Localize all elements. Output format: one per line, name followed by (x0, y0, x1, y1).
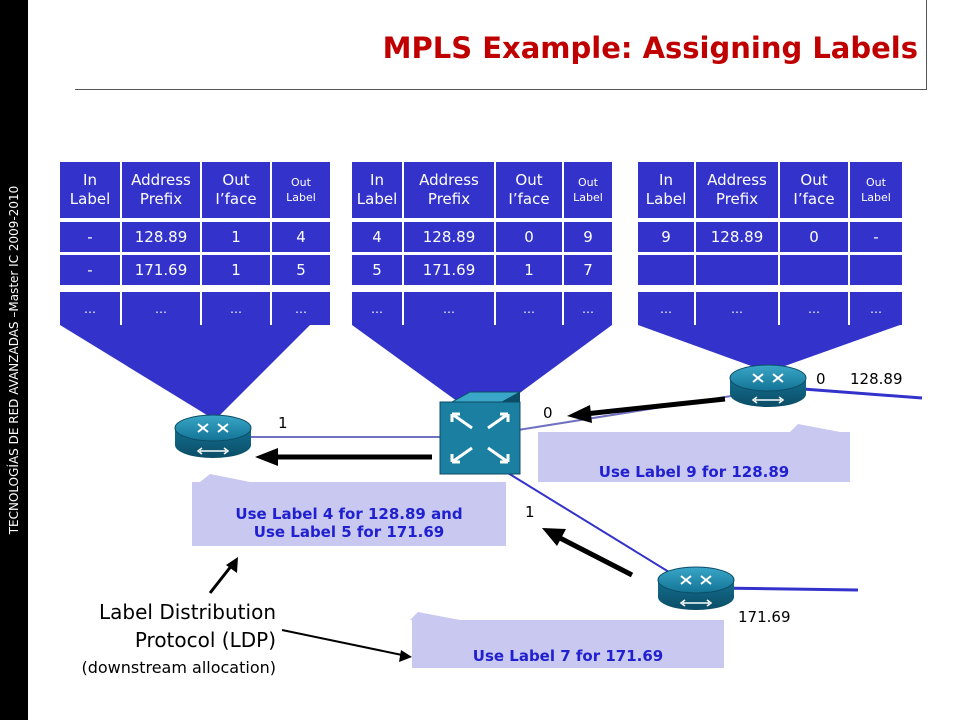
bubble-tail-label9 (790, 424, 840, 432)
core-switch-icon (439, 391, 522, 475)
table2-cell: … (404, 292, 494, 325)
ldp-subtitle: (downstream allocation) (81, 658, 276, 677)
interface-label-right: 0 (816, 370, 826, 388)
table1-cell: - (60, 222, 120, 252)
bubble-tail-label7 (410, 612, 460, 620)
table-funnel-right (638, 325, 900, 372)
table2-cell: 0 (496, 222, 562, 252)
table-funnel-left (60, 325, 310, 420)
table3-cell (638, 255, 694, 285)
table2-cell: … (564, 292, 612, 325)
arrow-label7-icon (542, 528, 634, 578)
sidebar-strip: TECNOLOGÍAS DE RED AVANZADAS –Master IC … (0, 0, 28, 720)
interface-label-core-bottom: 1 (525, 503, 535, 521)
prefix-label-bottom: 171.69 (738, 608, 791, 626)
table1-cell: … (272, 292, 330, 325)
table2-cell: 7 (564, 255, 612, 285)
table2-cell: 9 (564, 222, 612, 252)
interface-label-left: 1 (278, 414, 288, 432)
table2-cell: 1 (496, 255, 562, 285)
table3-cell: - (850, 222, 902, 252)
message-label7: Use Label 7 for 171.69 (412, 620, 724, 668)
link-core-bottom (502, 469, 683, 581)
table2-cell: 171.69 (404, 255, 494, 285)
table1-cell: … (202, 292, 270, 325)
table3-cell: 9 (638, 222, 694, 252)
prefix-label-right: 128.89 (850, 370, 903, 388)
table3-cell: … (638, 292, 694, 325)
table3-cell: … (850, 292, 902, 325)
table3-cell (850, 255, 902, 285)
router-left-icon (174, 414, 252, 458)
table3-cell: 128.89 (696, 222, 778, 252)
router-bottom-icon (657, 566, 735, 610)
table1-cell: … (122, 292, 200, 325)
table3-cell (696, 255, 778, 285)
table2-cell: … (496, 292, 562, 325)
link-bottom-out (714, 586, 859, 592)
table-funnel-middle (352, 325, 612, 420)
table2-cell: … (352, 292, 402, 325)
table1-cell: 171.69 (122, 255, 200, 285)
table1-cell: - (60, 255, 120, 285)
message-label9: Use Label 9 for 128.89 (538, 432, 850, 482)
message-label45-line2: Use Label 5 for 171.69 (253, 523, 445, 541)
table3-cell: 0 (780, 222, 848, 252)
page-title: MPLS Example: Assigning Labels (382, 31, 918, 65)
message-label45: Use Label 4 for 128.89 and Use Label 5 f… (192, 482, 506, 546)
table1-cell: 4 (272, 222, 330, 252)
table1-cell: 1 (202, 255, 270, 285)
interface-label-core-right: 0 (543, 404, 553, 422)
table3-cell: … (780, 292, 848, 325)
table3-cell (780, 255, 848, 285)
message-label45-line1: Use Label 4 for 128.89 and (235, 505, 463, 523)
table1-cell: 5 (272, 255, 330, 285)
arrow-label9-icon (567, 396, 726, 423)
title-side-rule (926, 0, 927, 90)
table1-cell: … (60, 292, 120, 325)
router-right-icon (729, 364, 807, 407)
ldp-arrow-up-icon (208, 557, 238, 594)
bubble-tail-label45 (200, 474, 250, 482)
ldp-arrow-right-icon (281, 629, 412, 662)
title-underline (75, 89, 927, 90)
arrow-label45-icon (255, 448, 432, 466)
link-right-out (789, 386, 923, 400)
table3-cell: … (696, 292, 778, 325)
table2-cell: 128.89 (404, 222, 494, 252)
table1-cell: 128.89 (122, 222, 200, 252)
table2-cell: 5 (352, 255, 402, 285)
table1-cell: 1 (202, 222, 270, 252)
table2-cell: 4 (352, 222, 402, 252)
ldp-title-line2: Protocol (LDP) (134, 628, 276, 652)
ldp-title-line1: Label Distribution (99, 600, 276, 624)
